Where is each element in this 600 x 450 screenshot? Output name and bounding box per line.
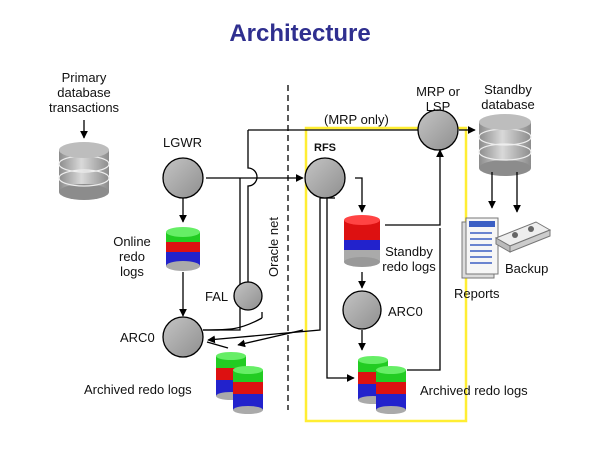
lgwr-process <box>162 157 204 199</box>
standby-database-icon <box>478 114 532 176</box>
backup-label: Backup <box>505 261 549 276</box>
rfs-label: RFS <box>314 142 336 154</box>
standby-database-label: Standby database <box>481 82 535 112</box>
mrp-only-label: (MRP only) <box>324 112 389 127</box>
online-redo-logs-icon <box>166 227 200 271</box>
archived-redo-logs-standby-label: Archived redo logs <box>420 383 528 398</box>
archived-redo-logs-primary-label: Archived redo logs <box>84 382 192 397</box>
page-title: Architecture <box>229 20 371 47</box>
standby-redo-logs-label: Standby redo logs <box>382 244 436 274</box>
connector-lines <box>80 120 521 382</box>
arc0-primary-process <box>162 316 204 358</box>
backup-tape-icon <box>494 221 552 253</box>
fal-label: FAL <box>205 289 229 304</box>
reports-icon <box>461 217 499 279</box>
primary-database-label: Primary database transactions <box>48 70 120 115</box>
standby-redo-logs-icon <box>344 215 380 267</box>
arc0-standby-process <box>342 290 382 330</box>
online-redo-logs-label: Online redo logs <box>113 234 151 279</box>
arc0-standby-label: ARC0 <box>388 304 423 319</box>
mrp-lsp-label: MRP or LSP <box>416 84 460 114</box>
lgwr-label: LGWR <box>163 135 202 150</box>
arc0-primary-label: ARC0 <box>120 330 155 345</box>
fal-process <box>233 281 263 311</box>
archived-redo-logs-primary-icon <box>216 352 263 414</box>
primary-database-icon <box>58 142 110 200</box>
reports-label: Reports <box>454 286 500 301</box>
rfs-process <box>304 157 346 199</box>
archived-redo-logs-standby-icon <box>358 356 406 414</box>
oracle-net-label: Oracle net <box>266 217 281 277</box>
mrp-lsp-process <box>417 109 459 151</box>
